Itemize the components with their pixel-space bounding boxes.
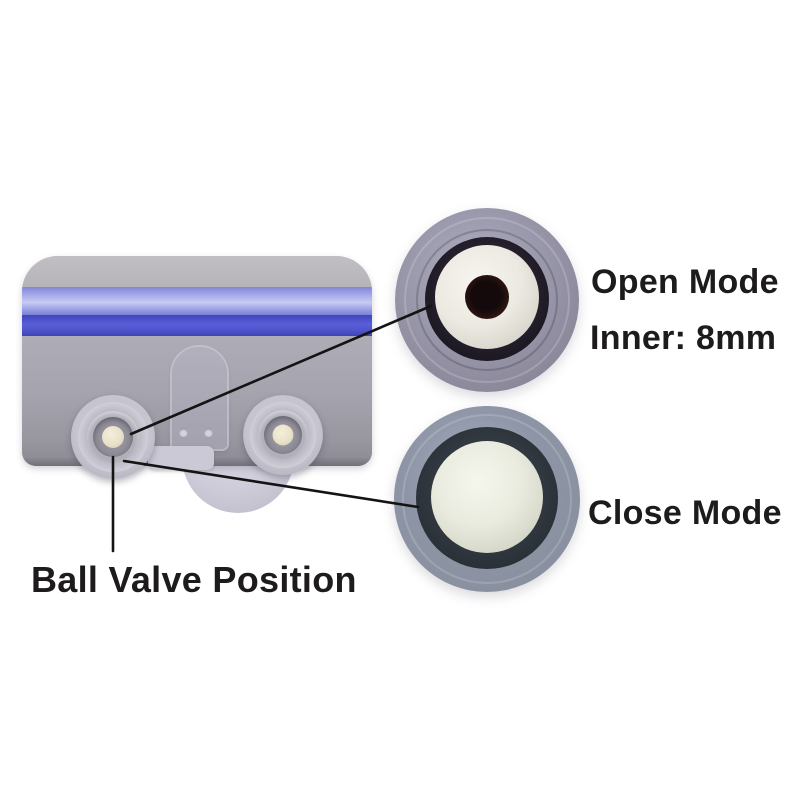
valve-port-left: [71, 395, 155, 479]
box-lid: [22, 256, 372, 290]
valve-port-right: [243, 395, 323, 475]
blue-stripe-dark: [22, 315, 372, 336]
valve-ball-closed: [431, 441, 543, 553]
open-mode-label: Open Mode: [591, 263, 779, 301]
blue-stripe-light: [22, 287, 372, 315]
valve-ball-plug: [102, 426, 124, 448]
close-mode-closeup: [394, 406, 580, 592]
valve-bore-hole: [465, 275, 509, 319]
inner-diameter-label: Inner: 8mm: [590, 319, 777, 357]
product-photo: [22, 256, 372, 516]
screw-dot: [179, 428, 188, 437]
screw-dot: [204, 428, 213, 437]
valve-ball-plug: [272, 424, 294, 446]
close-mode-label: Close Mode: [588, 494, 782, 532]
cap-rim-ridge: [404, 217, 570, 383]
cap-rim-ridge: [416, 229, 558, 371]
ball-valve-position-label: Ball Valve Position: [31, 559, 357, 600]
bottom-tab: [148, 446, 214, 470]
open-mode-closeup: [395, 208, 579, 392]
